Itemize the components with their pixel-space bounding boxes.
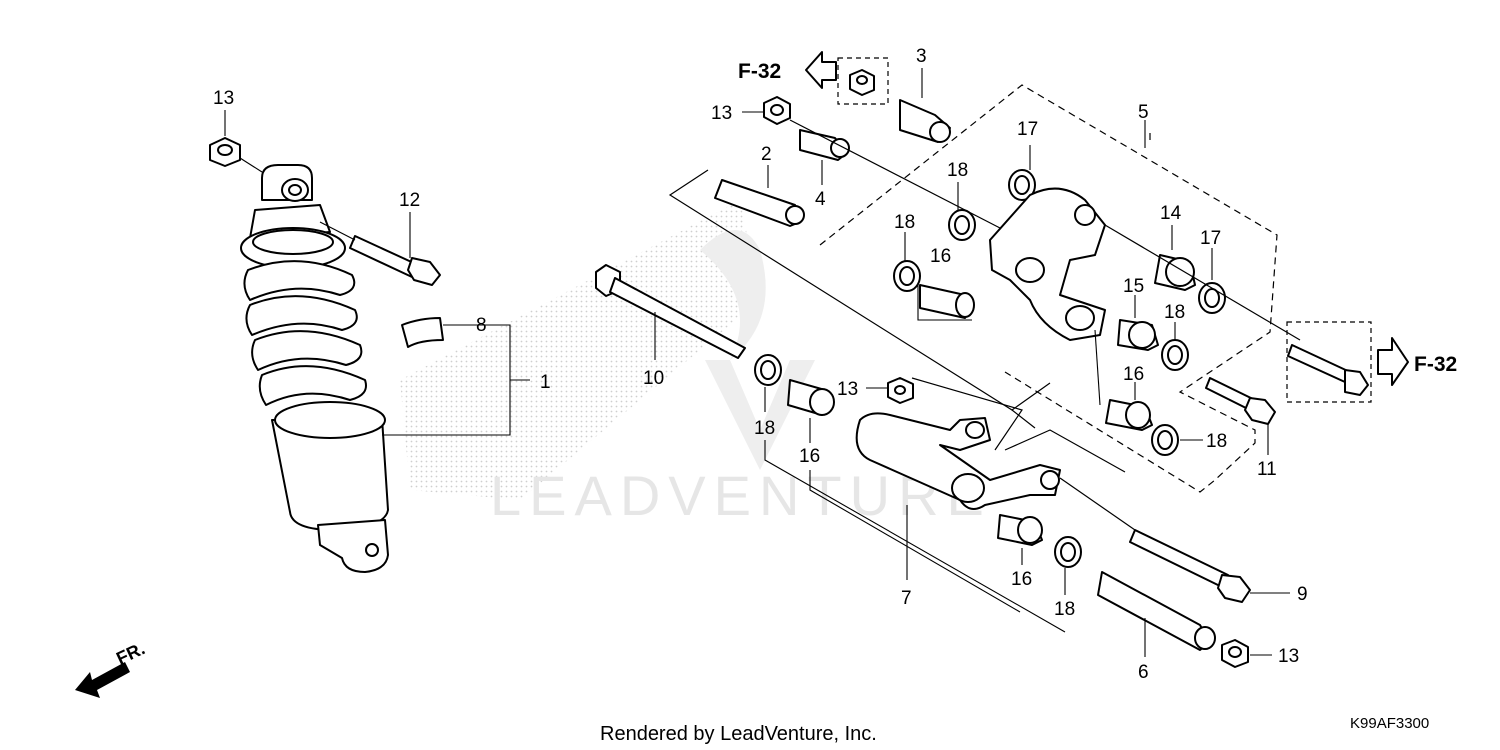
label-18-mid: 18 <box>894 212 915 233</box>
label-15: 15 <box>1123 276 1144 297</box>
seal-18-mid <box>893 260 921 292</box>
front-label: FR. <box>113 638 148 668</box>
label-17-upper: 17 <box>1017 119 1038 140</box>
collar-4 <box>799 129 850 161</box>
seal-18-right <box>1161 339 1189 371</box>
link-7 <box>855 412 1061 510</box>
seal-18-lower-right <box>1151 424 1179 456</box>
nut-13-shock-top <box>209 137 241 167</box>
label-16-right: 16 <box>1123 364 1144 385</box>
bearing-16-lower-left <box>787 379 835 416</box>
label-13-shock-top: 13 <box>213 88 234 109</box>
label-18-lower-left: 18 <box>754 418 775 439</box>
diagram-code: K99AF3300 <box>1350 715 1429 732</box>
nut-13-lower <box>887 377 914 404</box>
bolt-ref-right <box>1287 344 1369 396</box>
label-1: 1 <box>540 372 551 393</box>
label-16-lower-right: 16 <box>1011 569 1032 590</box>
label-13-lower: 13 <box>837 379 858 400</box>
ref-label-right: F-32 <box>1414 353 1457 376</box>
collar-8 <box>401 317 444 348</box>
collar-3 <box>899 99 951 143</box>
label-16-upper: 16 <box>930 246 951 267</box>
front-direction-arrow <box>75 662 130 698</box>
seal-18-bottom <box>1054 536 1082 568</box>
label-2: 2 <box>761 144 772 165</box>
bearing-15 <box>1117 319 1159 351</box>
cushion-arm <box>989 187 1106 341</box>
bearing-16-lower-right <box>997 514 1043 546</box>
label-11: 11 <box>1257 459 1277 480</box>
ref-arrow-right <box>1377 337 1409 386</box>
ref-label-left: F-32 <box>738 60 781 83</box>
label-6: 6 <box>1138 662 1149 683</box>
label-3: 3 <box>916 46 927 67</box>
label-16-lower-left: 16 <box>799 446 820 467</box>
label-18-right: 18 <box>1164 302 1185 323</box>
bearing-16-right <box>1105 399 1153 431</box>
label-8: 8 <box>476 315 487 336</box>
seal-17-right <box>1198 282 1226 314</box>
seal-18-upper <box>948 209 976 241</box>
seal-17-upper <box>1008 169 1036 201</box>
bolt-12 <box>349 235 441 286</box>
ref-arrow-left <box>805 51 837 89</box>
nut-top-small <box>849 69 875 96</box>
bolt-11 <box>1205 377 1276 425</box>
label-7: 7 <box>901 588 912 609</box>
bearing-14 <box>1154 254 1196 291</box>
nut-13-bottom <box>1221 639 1249 668</box>
pipe-2 <box>714 179 805 227</box>
label-18-upper: 18 <box>947 160 968 181</box>
nut-13-upper <box>763 96 791 125</box>
label-4: 4 <box>815 189 826 210</box>
label-18-lower-right: 18 <box>1206 431 1227 452</box>
label-14: 14 <box>1160 203 1182 224</box>
seal-18-lower-left <box>754 354 782 386</box>
label-13-bottom: 13 <box>1278 646 1299 667</box>
label-9: 9 <box>1297 584 1308 605</box>
label-13-upper: 13 <box>711 103 732 124</box>
label-10: 10 <box>643 368 664 389</box>
pipe-6 <box>1097 571 1216 651</box>
bolt-9 <box>1129 529 1251 603</box>
bearing-16-upper <box>919 284 975 319</box>
label-17-right: 17 <box>1200 228 1221 249</box>
bolt-10 <box>595 264 746 359</box>
label-5: 5 <box>1138 102 1149 123</box>
footer-credit: Rendered by LeadVenture, Inc. <box>600 723 877 745</box>
label-12: 12 <box>399 190 420 211</box>
shock-absorber <box>240 164 389 573</box>
watermark-logo <box>400 200 815 500</box>
label-18-bottom: 18 <box>1054 599 1075 620</box>
